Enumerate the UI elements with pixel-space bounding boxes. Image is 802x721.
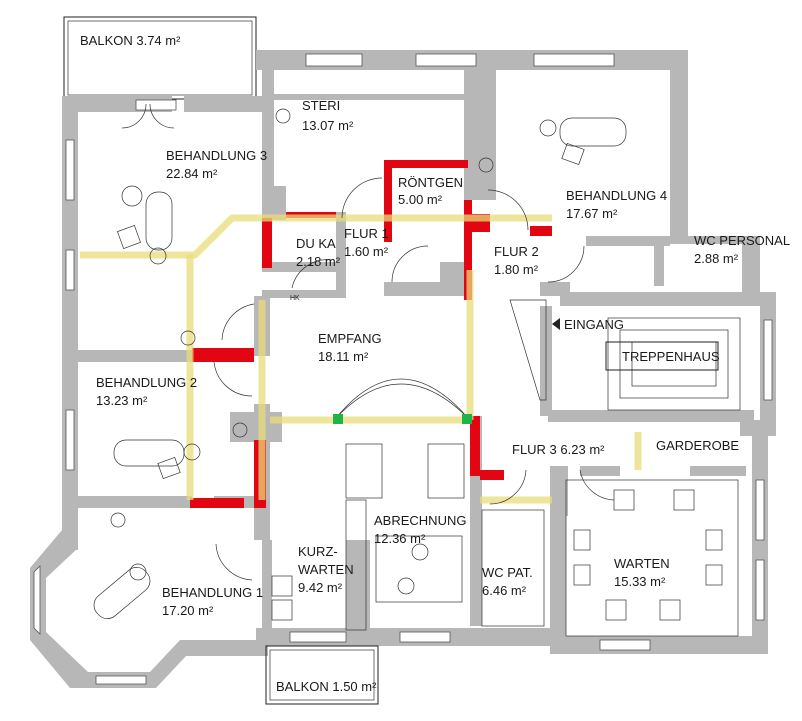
area-warten: 15.33 m² (614, 574, 666, 589)
sink-icon (110, 512, 126, 528)
area-flur2: 1.80 m² (494, 262, 539, 277)
label-abrechnung: ABRECHNUNG (374, 513, 466, 528)
dental-chair-b4 (539, 117, 627, 166)
label-treppenhaus: TREPPENHAUS (622, 349, 720, 364)
treppenhaus-box (605, 341, 719, 371)
dental-chair-b3 (117, 185, 173, 265)
area-empfang: 18.11 m² (318, 349, 369, 364)
marker-right (462, 414, 472, 424)
label-flur3: FLUR 3 6.23 m² (512, 442, 605, 457)
area-behandlung2: 13.23 m² (96, 393, 148, 408)
area-kurzwarten: 9.42 m² (298, 580, 343, 595)
area-behandlung1: 17.20 m² (162, 603, 214, 618)
label-wc-pat: WC PAT. (482, 565, 533, 580)
label-behandlung3: BEHANDLUNG 3 (166, 148, 267, 163)
dental-chair-b2 (113, 439, 201, 480)
label-du-ka: DU KA (296, 236, 336, 251)
windows (33, 53, 773, 685)
area-wc-personal: 2.88 m² (694, 251, 739, 266)
label-behandlung2: BEHANDLUNG 2 (96, 375, 197, 390)
sink-icon (478, 157, 494, 173)
label-behandlung4: BEHANDLUNG 4 (566, 188, 667, 203)
area-flur1: 1.60 m² (344, 244, 389, 259)
label-behandlung1: BEHANDLUNG 1 (162, 585, 263, 600)
marker-left (333, 414, 343, 424)
label-balkon-bottom: BALKON 1.50 m² (276, 679, 377, 694)
label-garderobe: GARDEROBE (656, 438, 739, 453)
label-warten: WARTEN (614, 556, 670, 571)
area-behandlung3: 22.84 m² (166, 166, 218, 181)
arrow-left-icon (552, 318, 560, 330)
label-wc-personal: WC PERSONAL (694, 233, 790, 248)
doors (121, 103, 615, 581)
room-labels: BALKON 3.74 m² STERI 13.07 m² BEHANDLUNG… (80, 33, 790, 694)
area-wc-pat: 6.46 m² (482, 583, 527, 598)
area-abrechnung: 12.36 m² (374, 531, 426, 546)
label-roentgen: RÖNTGEN (398, 175, 463, 190)
fixtures (93, 108, 739, 637)
sink-icon (275, 108, 291, 124)
label-flur1: FLUR 1 (344, 226, 389, 241)
label-kurzwarten-1: KURZ- (298, 544, 338, 559)
area-behandlung4: 17.67 m² (566, 206, 618, 221)
label-flur2: FLUR 2 (494, 244, 539, 259)
reception-counter (335, 378, 469, 419)
area-du-ka: 2.18 m² (296, 254, 341, 269)
sink-icon (232, 422, 248, 438)
label-eingang: EINGANG (564, 317, 624, 332)
balkon-top-outline (63, 16, 257, 100)
label-kurzwarten-2: WARTEN (298, 562, 354, 577)
sink-icon (180, 330, 196, 346)
label-empfang: EMPFANG (318, 331, 382, 346)
dental-chair-b1 (93, 563, 151, 619)
accessible-path (80, 214, 642, 504)
label-steri: STERI (302, 98, 340, 113)
waiting-chairs (565, 479, 739, 637)
area-roentgen: 5.00 m² (398, 192, 443, 207)
label-hk: HK (290, 295, 300, 302)
label-balkon-top: BALKON 3.74 m² (80, 33, 181, 48)
entrance-ramp (509, 299, 547, 401)
area-steri: 13.07 m² (302, 118, 354, 133)
